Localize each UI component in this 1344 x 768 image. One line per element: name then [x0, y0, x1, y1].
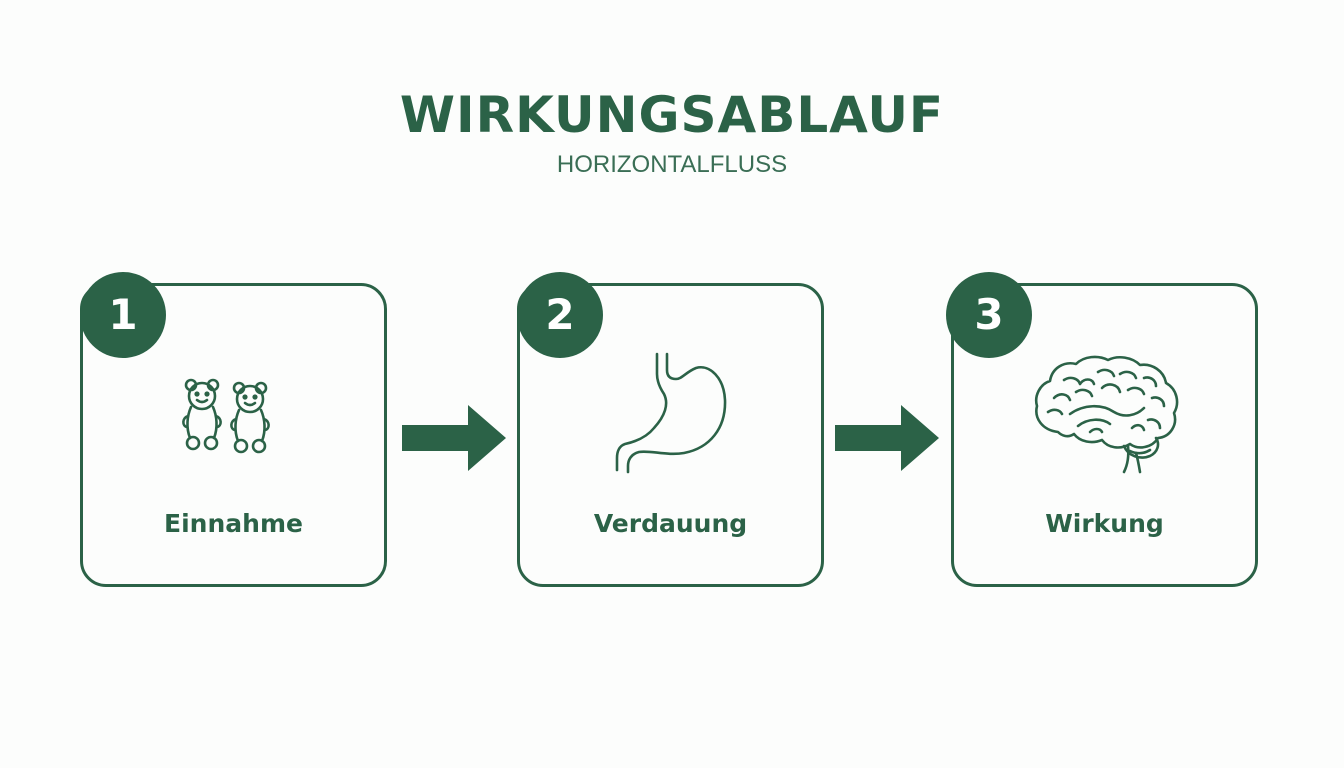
page-title: WIRKUNGSABLAUF [399, 86, 945, 144]
stomach-icon [615, 352, 727, 474]
step-label: Einnahme [164, 509, 303, 538]
step-number-badge: 1 [80, 272, 166, 358]
step-label: Verdauung [593, 509, 748, 538]
brain-icon [1034, 355, 1179, 474]
arrow-right-icon [402, 405, 506, 471]
step-number-badge: 2 [517, 272, 603, 358]
page-subtitle: HORIZONTALFLUSS [556, 151, 788, 178]
arrow-right-icon [835, 405, 939, 471]
step-label: Wirkung [1045, 509, 1164, 538]
step-number-badge: 3 [946, 272, 1032, 358]
gummy-bears-icon [182, 378, 270, 454]
